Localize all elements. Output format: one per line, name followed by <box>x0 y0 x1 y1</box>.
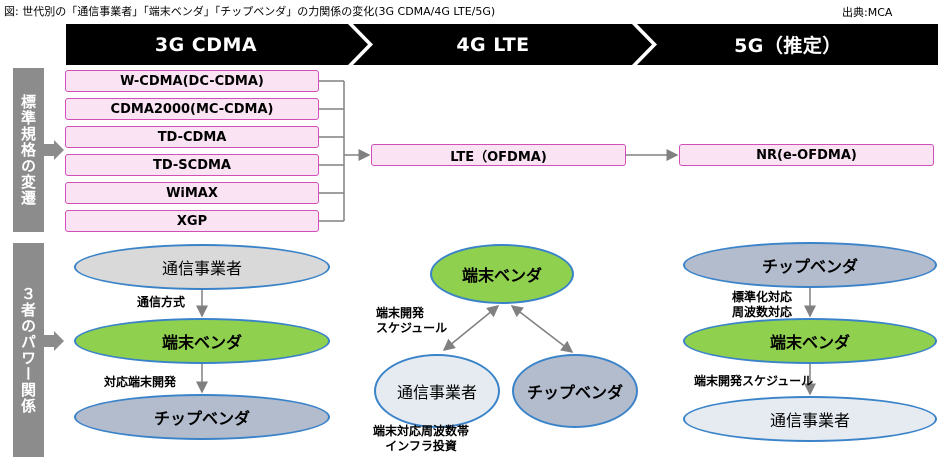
g3-link-label-2: 対応端末開発 <box>104 375 177 389</box>
standard-xgp: XGP <box>65 210 319 232</box>
g3-chip-node: チップベンダ <box>74 394 330 440</box>
g5-carrier-node: 通信事業者 <box>683 396 937 442</box>
g4-chip-node: チップベンダ <box>512 354 638 428</box>
standard-lte: LTE（OFDMA) <box>371 144 626 166</box>
g3-vendor-node: 端末ベンダ <box>74 318 330 364</box>
phase-chevron-5g <box>637 24 938 65</box>
phase-label-5g: 5G（推定） <box>734 35 842 57</box>
g4-vendor-node: 端末ベンダ <box>430 244 574 304</box>
side-label-standards: 標準規格の変遷 <box>13 68 44 232</box>
g5-link-label-2: 端末開発スケジュール <box>694 374 814 388</box>
standard-wimax: WiMAX <box>65 182 319 204</box>
g5-vendor-node: 端末ベンダ <box>683 318 937 364</box>
standard-cdma2000: CDMA2000(MC-CDMA) <box>65 98 319 120</box>
standard-w-cdma: W-CDMA(DC-CDMA) <box>65 70 319 92</box>
phase-chevron-4g <box>353 24 652 65</box>
phase-label-4g: 4G LTE <box>456 33 530 56</box>
side-arrow-standards-icon <box>44 140 64 160</box>
side-arrow-power-icon <box>44 331 64 351</box>
g4-link-label-bottom: 端末対応周波数帯 インフラ投資 <box>373 424 470 453</box>
g5-chip-node: チップベンダ <box>683 242 937 288</box>
standard-td-scdma: TD-SCDMA <box>65 154 319 176</box>
figure-caption: 図: 世代別の「通信事業者」「端末ベンダ」「チップベンダ」の力関係の変化(3G … <box>4 5 496 18</box>
g3-link-label-1: 通信方式 <box>137 295 186 309</box>
standard-td-cdma: TD-CDMA <box>65 126 319 148</box>
side-label-power: ３者のパワー関係 <box>13 243 44 457</box>
phase-label-3g: 3G CDMA <box>154 33 258 56</box>
standard-nr: NR(e-OFDMA) <box>679 144 934 166</box>
phase-chevron-3g <box>66 24 368 65</box>
g4-carrier-node: 通信事業者 <box>374 354 500 428</box>
g3-carrier-node: 通信事業者 <box>74 244 330 290</box>
g5-link-label-1: 標準化対応 周波数対応 <box>732 290 793 319</box>
phase-chevron-bar <box>66 24 938 65</box>
g4-link-label-top: 端末開発 スケジュール <box>376 306 448 335</box>
source-credit: 出典:MCA <box>842 6 893 19</box>
